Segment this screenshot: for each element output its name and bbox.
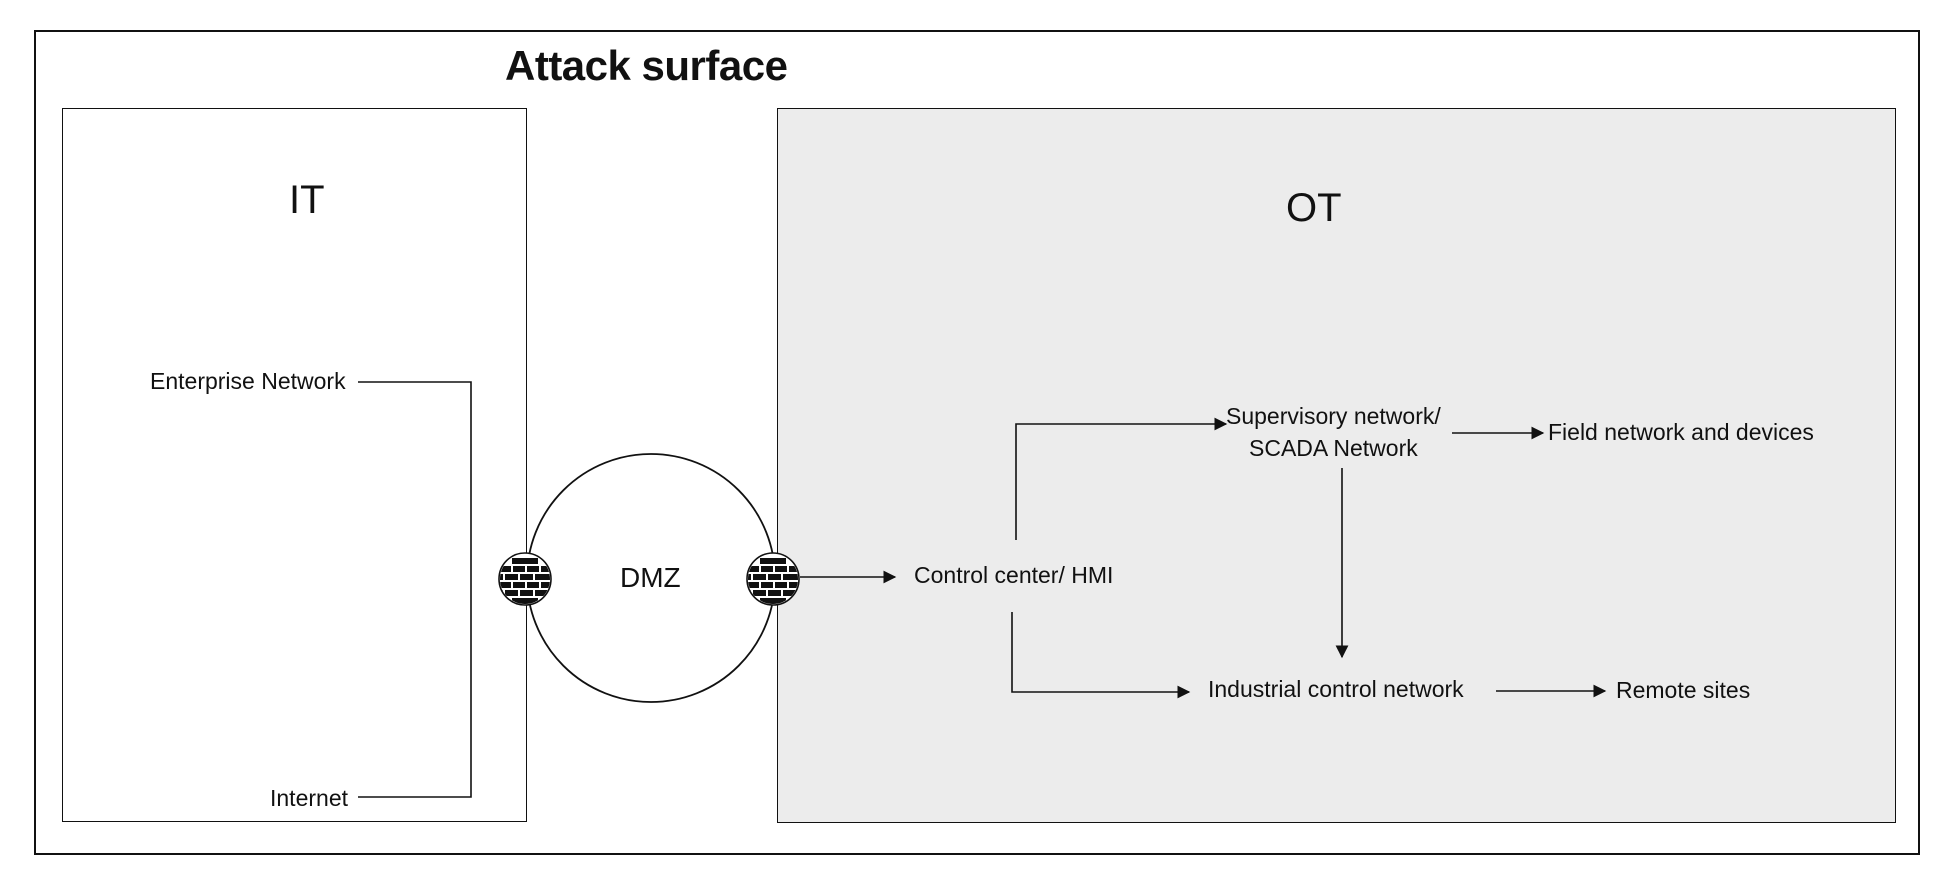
supervisory-line-2: SCADA Network [1249, 435, 1418, 461]
firewall-icon [746, 552, 800, 606]
field-network-label: Field network and devices [1548, 419, 1814, 445]
dmz-label: DMZ [620, 562, 681, 593]
it-zone-title: IT [289, 178, 325, 222]
enterprise-network-label: Enterprise Network [150, 368, 346, 394]
internet-label: Internet [270, 785, 348, 811]
supervisory-line-1: Supervisory network/ [1226, 403, 1441, 429]
supervisory-network-label: Supervisory network/ SCADA Network [1226, 400, 1441, 464]
control-to-industrial-arrow [1011, 612, 1191, 699]
industrial-control-network-label: Industrial control network [1208, 676, 1464, 702]
ot-zone [777, 108, 1896, 823]
remote-sites-label: Remote sites [1616, 677, 1751, 703]
diagram-title: Attack surface [505, 42, 788, 89]
enterprise-connector [358, 381, 472, 798]
control-to-supervisory-arrow [1015, 417, 1228, 540]
control-center-label: Control center/ HMI [914, 562, 1114, 588]
ot-zone-title: OT [1286, 186, 1342, 230]
it-zone [62, 108, 527, 822]
firewall-icon [498, 552, 552, 606]
diagram-frame [34, 30, 1920, 855]
